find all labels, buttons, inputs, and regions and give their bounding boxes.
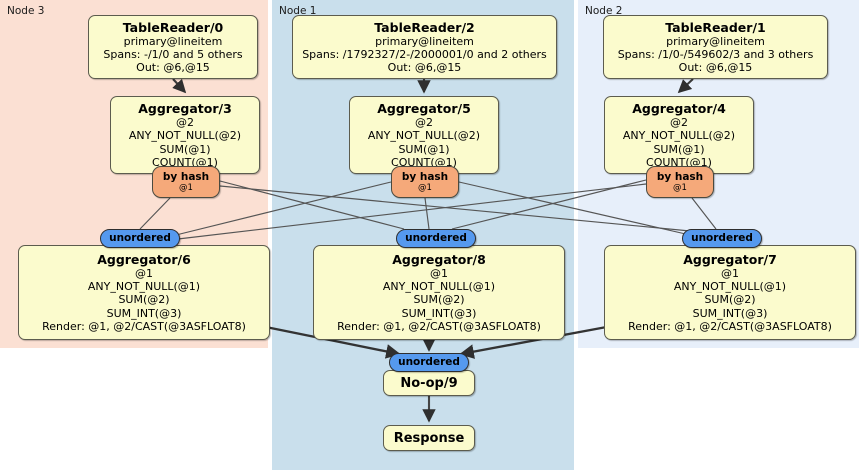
processor-detail-line: COUNT(@1) [646, 155, 712, 169]
synchronizer-unordered6[interactable]: unordered [100, 229, 180, 248]
synchronizer-label: unordered [398, 356, 460, 368]
processor-detail-line: Out: @6,@15 [136, 61, 210, 75]
processor-title: No-op/9 [400, 375, 458, 391]
processor-detail-line: SUM_INT(@3) [692, 306, 768, 320]
processor-detail-line: SUM_INT(@3) [401, 306, 477, 320]
router-byhash4[interactable]: by hash@1 [646, 166, 714, 198]
processor-detail-line: SUM_INT(@3) [106, 306, 182, 320]
processor-detail-line: @2 [176, 116, 194, 130]
router-label: by hash [656, 171, 704, 183]
processor-detail-line: ANY_NOT_NULL(@2) [128, 129, 242, 143]
processor-detail-line: Out: @6,@15 [387, 61, 462, 75]
processor-title: Aggregator/5 [377, 101, 471, 117]
processor-detail-line: Spans: -/1/0 and 5 others [103, 47, 243, 61]
router-column: @1 [418, 183, 432, 193]
processor-title: Aggregator/7 [683, 251, 777, 267]
processor-detail-line: @1 [135, 266, 153, 280]
processor-detail-line: ANY_NOT_NULL(@2) [367, 129, 481, 143]
processor-noop9[interactable]: No-op/9 [383, 370, 475, 396]
synchronizer-unordered7[interactable]: unordered [682, 229, 762, 248]
router-label: by hash [162, 171, 210, 183]
processor-title: TableReader/0 [122, 19, 224, 35]
panel-label-node2: Node 2 [585, 5, 623, 17]
processor-detail-line: ANY_NOT_NULL(@1) [382, 280, 496, 294]
processor-title: Aggregator/3 [138, 101, 232, 117]
processor-title: Aggregator/8 [392, 251, 486, 267]
processor-detail-line: SUM(@1) [398, 142, 450, 156]
processor-detail-line: SUM(@1) [159, 142, 211, 156]
processor-detail-line: @2 [670, 116, 688, 130]
processor-detail-line: @1 [721, 266, 739, 280]
synchronizer-label: unordered [691, 232, 753, 244]
processor-detail-line: Spans: /1/0-/549602/3 and 3 others [617, 47, 814, 61]
processor-detail-line: ANY_NOT_NULL(@1) [673, 280, 787, 294]
processor-detail-line: primary@lineitem [666, 34, 765, 48]
processor-detail-line: Render: @1, @2/CAST(@3ASFLOAT8) [628, 319, 832, 333]
router-label: by hash [401, 171, 449, 183]
synchronizer-unordered9[interactable]: unordered [389, 353, 469, 372]
synchronizer-label: unordered [109, 232, 171, 244]
panel-label-node1: Node 1 [279, 5, 317, 17]
synchronizer-unordered8[interactable]: unordered [396, 229, 476, 248]
processor-detail-line: Out: @6,@15 [678, 61, 753, 75]
processor-detail-line: primary@lineitem [375, 34, 474, 48]
processor-detail-line: primary@lineitem [123, 34, 223, 48]
processor-detail-line: @2 [415, 116, 433, 130]
router-byhash3[interactable]: by hash@1 [152, 166, 220, 198]
processor-response[interactable]: Response [383, 425, 475, 451]
router-column: @1 [179, 183, 193, 193]
processor-detail-line: Render: @1, @2/CAST(@3ASFLOAT8) [42, 319, 246, 333]
router-byhash5[interactable]: by hash@1 [391, 166, 459, 198]
panel-label-node3: Node 3 [7, 5, 45, 17]
router-column: @1 [673, 183, 687, 193]
processor-detail-line: SUM(@2) [704, 293, 756, 307]
processor-detail-line: SUM(@2) [413, 293, 465, 307]
processor-detail-line: Spans: /1792327/2-/2000001/0 and 2 other… [302, 47, 547, 61]
processor-title: Aggregator/4 [632, 101, 726, 117]
processor-detail-line: @1 [430, 266, 448, 280]
processor-title: Response [393, 430, 465, 446]
processor-detail-line: ANY_NOT_NULL(@1) [87, 280, 201, 294]
processor-title: TableReader/1 [665, 19, 766, 35]
processor-detail-line: ANY_NOT_NULL(@2) [622, 129, 736, 143]
processor-detail-line: Render: @1, @2/CAST(@3ASFLOAT8) [337, 319, 541, 333]
synchronizer-label: unordered [405, 232, 467, 244]
processor-detail-line: COUNT(@1) [152, 155, 218, 169]
processor-detail-line: SUM(@1) [653, 142, 705, 156]
processor-title: Aggregator/6 [97, 251, 191, 267]
processor-detail-line: COUNT(@1) [391, 155, 457, 169]
processor-detail-line: SUM(@2) [118, 293, 170, 307]
processor-title: TableReader/2 [374, 19, 475, 35]
